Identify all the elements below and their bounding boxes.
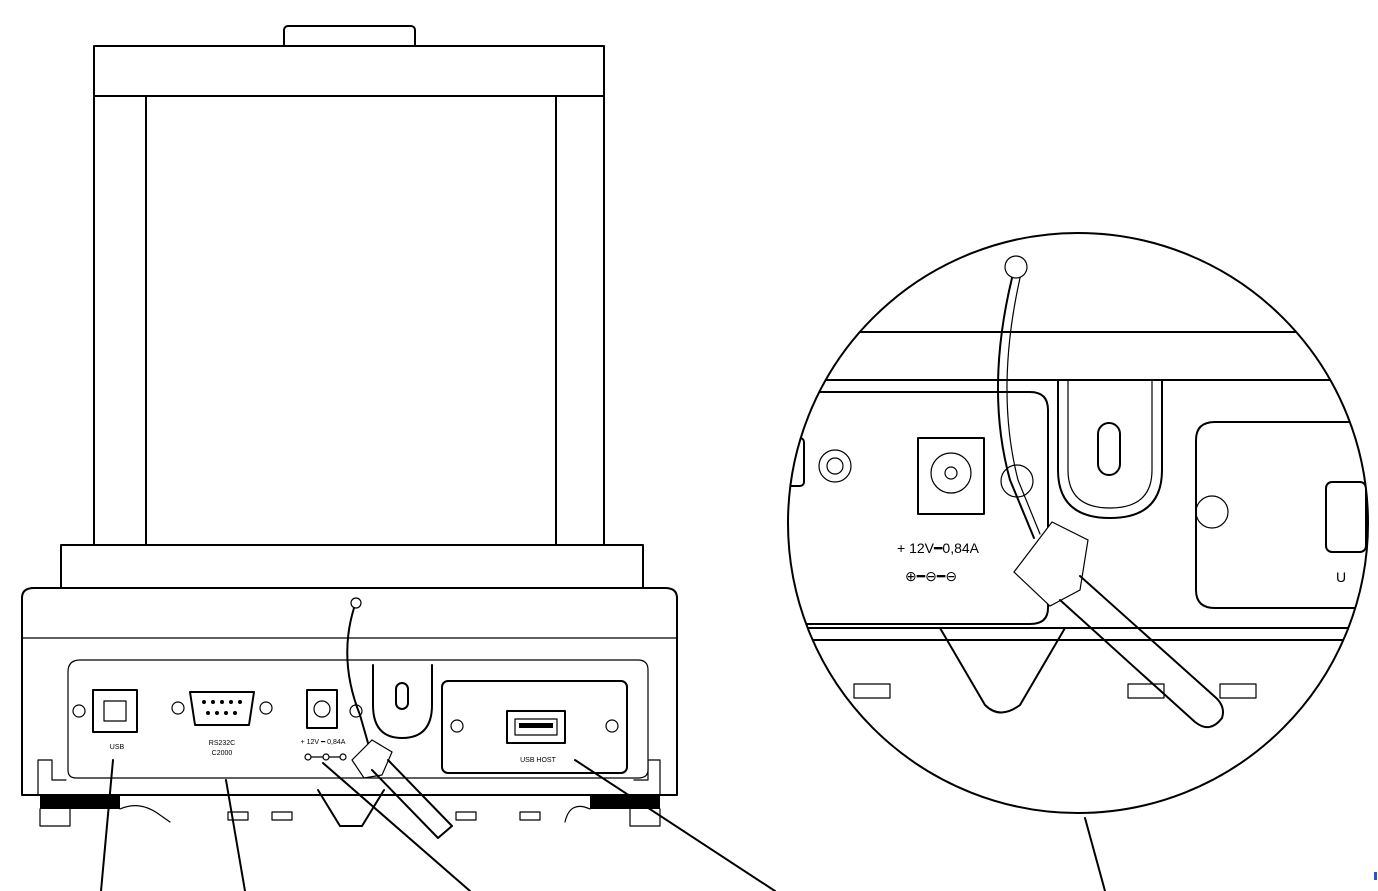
edge-marker: [1374, 872, 1377, 880]
detail-dc-jack-ring: [930, 452, 972, 494]
detail-zoom-view: + 12V━0,84A ⊕━⊖━⊖ U: [787, 232, 1369, 814]
detail-dc-jack: [917, 437, 985, 515]
right-foot: [629, 808, 661, 827]
bottom-tab-3: [455, 811, 477, 821]
security-cable: [346, 607, 371, 751]
rs232-left-screw-icon: [171, 701, 185, 715]
detail-panel: [788, 391, 1049, 625]
detail-usb-host-partial-label: U: [1336, 569, 1346, 585]
detail-cable-anchor: [1004, 255, 1028, 279]
kensington-slot-outline: [372, 664, 433, 739]
db9-connector: [189, 691, 255, 726]
usb-host-panel: [441, 680, 628, 774]
usb-label: USB: [110, 744, 125, 751]
detail-usb-a-partial: [1325, 481, 1367, 553]
leader-detail-view: [1084, 817, 1106, 891]
dc-jack-ring: [313, 700, 331, 718]
usb-host-label: USB HOST: [520, 757, 557, 764]
leader-usb-host: [574, 759, 776, 891]
usb-host-left-screw-icon: [450, 719, 464, 733]
usb-host-right-screw-icon: [605, 719, 619, 733]
balance-base: [21, 587, 678, 827]
usb-screw-icon: [72, 704, 86, 718]
usb-host-port: USB HOST: [441, 680, 628, 774]
detail-power-label: + 12V━0,84A: [897, 540, 980, 556]
left-pillar: [93, 95, 147, 546]
security-slot: [346, 597, 453, 839]
kensington-slot: [395, 682, 409, 710]
left-corner-detail: [37, 759, 67, 796]
leader-rs232: [225, 779, 246, 891]
detail-bottom-notch: [939, 627, 1066, 714]
detail-circle: [787, 232, 1369, 814]
detail-kensington-slot: [1097, 422, 1121, 476]
left-foot: [39, 808, 71, 827]
left-foot-pad: [40, 795, 120, 809]
bottom-tab-1: [227, 811, 249, 821]
callout-leaders: [100, 759, 1106, 891]
leader-power: [322, 762, 471, 891]
rs232-port: RS232C C2000: [171, 691, 273, 757]
top-frame: [93, 45, 605, 97]
usb-port: USB: [72, 689, 138, 751]
detail-foot-left: [853, 683, 891, 699]
cable-lock-head: [351, 739, 393, 779]
rs232-label-line2: C2000: [212, 750, 233, 757]
center-hook: [317, 789, 385, 827]
left-leveler: [119, 805, 171, 823]
draft-shield: [60, 25, 644, 589]
usb-b-socket-inner: [103, 700, 127, 722]
detail-kensington-outline: [1057, 379, 1163, 519]
leader-usb: [100, 759, 114, 891]
power-label: + 12V ━ 0,84A: [301, 739, 346, 746]
power-port: + 12V ━ 0,84A: [301, 689, 347, 761]
bottom-tab-4: [519, 811, 541, 821]
detail-screw-left-icon: [818, 449, 852, 483]
usb-a-socket-inner: [514, 718, 558, 736]
detail-lock-head: [1013, 521, 1089, 607]
detail-polarity-label: ⊕━⊖━⊖: [905, 568, 957, 584]
bottom-tab-2: [271, 811, 293, 821]
dc-jack: [306, 689, 338, 729]
interface-panel: [67, 659, 649, 779]
rs232-label-line1: RS232C: [209, 740, 235, 747]
detail-security-cable: [996, 277, 1035, 539]
top-handle: [283, 25, 416, 49]
usb-a-socket: [506, 710, 566, 744]
cable-anchor: [350, 597, 362, 609]
detail-lock-shaft: [1059, 575, 1224, 729]
right-foot-pad: [590, 795, 660, 809]
usb-b-socket: [92, 689, 138, 733]
cable-lock-shaft: [371, 759, 453, 839]
right-leveler: [564, 805, 591, 823]
detail-usb-host-screw-icon: [1195, 495, 1229, 529]
right-pillar: [555, 95, 605, 546]
rs232-right-screw-icon: [259, 701, 273, 715]
base-top-step: [60, 544, 644, 589]
